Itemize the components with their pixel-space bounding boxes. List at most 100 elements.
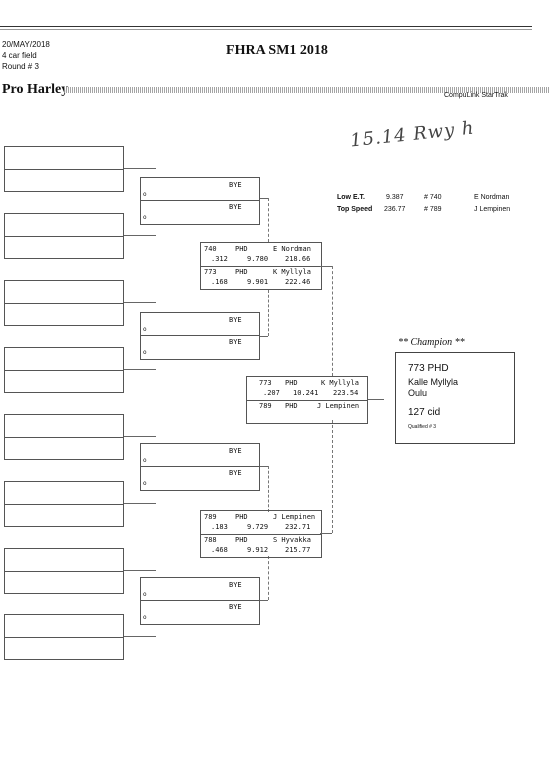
bracket-tick (260, 466, 268, 467)
top-speed-value: 236.77 (384, 206, 406, 213)
timing-system: CompuLink StarTrak (444, 92, 508, 99)
speed: 232.71 (285, 523, 311, 531)
car-class: PHD (235, 513, 248, 521)
entry-box-2 (4, 213, 124, 259)
entry-box-6 (4, 481, 124, 527)
entry-box-8 (4, 614, 124, 660)
bye-label: BYE (229, 603, 242, 611)
champion-car-class: 773 PHD (408, 363, 449, 374)
bracket-connector (332, 266, 333, 376)
bye-label: BYE (229, 581, 242, 589)
champion-qualified: Qualified # 3 (408, 424, 437, 430)
bracket-tick (320, 533, 332, 534)
bye-label: BYE (229, 469, 242, 477)
connector (124, 503, 156, 504)
bye-label: BYE (229, 181, 242, 189)
car-number: 740 (204, 245, 217, 253)
race-date: 20/MAY/2018 (2, 40, 50, 49)
top-speed-car: # 789 (424, 206, 442, 213)
speed: 223.54 (333, 389, 359, 397)
entry-box-5 (4, 414, 124, 460)
bye-label: BYE (229, 338, 242, 346)
reaction-time: .168 (211, 278, 228, 286)
lane-marker: o (143, 614, 147, 621)
elapsed-time: 9.901 (247, 278, 269, 286)
bracket-connector (268, 466, 269, 512)
champion-box: 773 PHD Kalle Myllyla Oulu 127 cid Quali… (395, 352, 515, 444)
low-et-car: # 740 (424, 194, 442, 201)
bye-pair-4: BYE o BYE o (140, 577, 260, 625)
top-rule (0, 26, 532, 27)
lane-marker: o (143, 457, 147, 464)
speed: 222.46 (285, 278, 311, 286)
car-number: 789 (204, 513, 217, 521)
low-et-value: 9.387 (386, 194, 404, 201)
reaction-time: .183 (211, 523, 228, 531)
bracket-tick (260, 336, 268, 337)
round-number: Round # 3 (2, 62, 39, 71)
reaction-time: .312 (211, 255, 228, 263)
final-to-champion-connector (368, 399, 384, 400)
elapsed-time: 9.780 (247, 255, 269, 263)
bracket-connector (332, 420, 333, 533)
car-number: 773 (259, 379, 272, 387)
car-class: PHD (235, 268, 248, 276)
elapsed-time: 10.241 (293, 389, 319, 397)
lane-marker: o (143, 191, 147, 198)
reaction-time: .207 (263, 389, 280, 397)
top-speed-driver: J Lempinen (474, 206, 511, 213)
driver-name: J Lempinen (273, 513, 316, 521)
connector (124, 570, 156, 571)
bye-label: BYE (229, 447, 242, 455)
car-class: PHD (235, 536, 248, 544)
car-class: PHD (235, 245, 248, 253)
handwritten-note: 15.14 Rwy h (349, 117, 476, 152)
elapsed-time: 9.912 (247, 546, 269, 554)
entry-box-1 (4, 146, 124, 192)
driver-name: J Lempinen (317, 402, 360, 410)
car-number: 788 (204, 536, 217, 544)
driver-name: E Nordman (273, 245, 311, 253)
connector (124, 436, 156, 437)
driver-name: S Hyvakka (273, 536, 311, 544)
champion-engine: 127 cid (408, 407, 441, 418)
car-number: 773 (204, 268, 217, 276)
semifinal-2: 789 PHD J Lempinen .183 9.729 232.71 788… (200, 510, 322, 558)
bye-label: BYE (229, 316, 242, 324)
bye-pair-3: BYE o BYE o (140, 443, 260, 491)
bye-label: BYE (229, 203, 242, 211)
low-et-driver: E Nordman (474, 194, 510, 201)
bracket-tick (260, 600, 268, 601)
bracket-connector (268, 556, 269, 600)
car-class: PHD (285, 402, 298, 410)
top-rule-secondary (0, 29, 532, 30)
connector (124, 168, 156, 169)
champion-city: Oulu (408, 388, 428, 398)
top-speed-label: Top Speed (337, 206, 373, 213)
speed: 215.77 (285, 546, 311, 554)
champion-heading: ** Champion ** (398, 337, 465, 348)
entry-box-4 (4, 347, 124, 393)
lane-marker: o (143, 214, 147, 221)
lane-marker: o (143, 349, 147, 356)
bye-pair-2: BYE o BYE o (140, 312, 260, 360)
connector (124, 302, 156, 303)
low-et-label: Low E.T. (337, 194, 365, 201)
event-title: FHRA SM1 2018 (226, 43, 328, 58)
bye-pair-1: BYE o BYE o (140, 177, 260, 225)
driver-name: K Myllyla (273, 268, 311, 276)
entry-box-3 (4, 280, 124, 326)
semifinal-1: 740 PHD E Nordman .312 9.780 218.66 773 … (200, 242, 322, 290)
reaction-time: .468 (211, 546, 228, 554)
bracket-connector (268, 198, 269, 242)
elapsed-time: 9.729 (247, 523, 269, 531)
connector (124, 636, 156, 637)
category-title: Pro Harley (2, 82, 69, 97)
bracket-tick (260, 198, 268, 199)
bracket-connector (268, 290, 269, 336)
connector (124, 235, 156, 236)
speed: 218.66 (285, 255, 311, 263)
entry-box-7 (4, 548, 124, 594)
final-race: 773 PHD K Myllyla .207 10.241 223.54 789… (246, 376, 368, 424)
category-hatch-bar (64, 87, 550, 93)
